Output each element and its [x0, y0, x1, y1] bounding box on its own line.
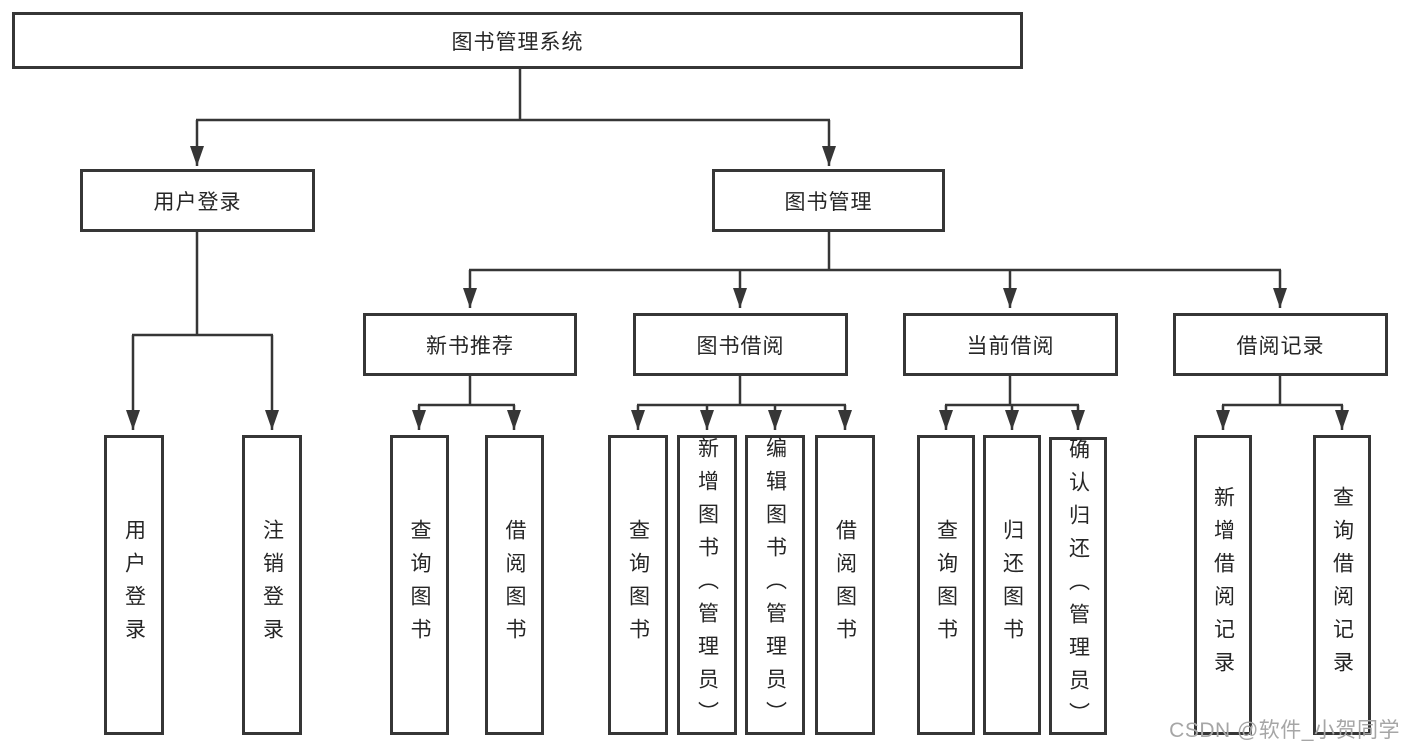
node-label: 借阅记录 — [1236, 334, 1325, 358]
leaf-user-login: 用户登录 — [104, 435, 164, 735]
node-user-login: 用户登录 — [80, 169, 315, 232]
node-label: 图书管理系统 — [451, 30, 584, 54]
node-label: 图书借阅 — [696, 334, 785, 358]
node-label: 注销登录 — [260, 519, 284, 651]
node-label: 查询图书 — [408, 519, 431, 651]
node-book-borrow: 图书借阅 — [633, 313, 848, 376]
node-label: 用户登录 — [122, 519, 146, 651]
node-label: 查询图书 — [626, 519, 650, 651]
node-label: 新增图书（管理员） — [695, 436, 719, 734]
leaf-query-books-borrow: 查询图书 — [608, 435, 668, 735]
leaf-add-book-admin: 新增图书（管理员） — [677, 435, 737, 735]
node-book-management: 图书管理 — [712, 169, 945, 232]
node-current-borrow: 当前借阅 — [903, 313, 1118, 376]
node-label: 借阅图书 — [833, 519, 857, 651]
csdn-watermark: CSDN @软件_小贺同学 — [1169, 719, 1400, 742]
leaf-add-borrow-record: 新增借阅记录 — [1194, 435, 1252, 735]
node-new-book-recommend: 新书推荐 — [363, 313, 577, 376]
node-borrow-records: 借阅记录 — [1173, 313, 1388, 376]
leaf-edit-book-admin: 编辑图书（管理员） — [745, 435, 805, 735]
node-label: 当前借阅 — [966, 334, 1055, 358]
node-label: 编辑图书（管理员） — [763, 436, 787, 734]
node-label: 查询借阅记录 — [1330, 486, 1354, 684]
node-label: 图书管理 — [784, 190, 873, 214]
node-label: 用户登录 — [153, 190, 242, 214]
leaf-return-books: 归还图书 — [983, 435, 1041, 735]
leaf-query-books-current: 查询图书 — [917, 435, 975, 735]
leaf-borrow-books: 借阅图书 — [815, 435, 875, 735]
node-label: 新增借阅记录 — [1211, 486, 1235, 684]
node-label: 确认归还（管理员） — [1066, 437, 1090, 735]
leaf-query-books-recommend: 查询图书 — [390, 435, 449, 735]
node-root-library-management-system: 图书管理系统 — [12, 12, 1023, 69]
leaf-logout: 注销登录 — [242, 435, 302, 735]
leaf-confirm-return-admin: 确认归还（管理员） — [1049, 437, 1107, 735]
node-label: 借阅图书 — [503, 519, 526, 651]
node-label: 新书推荐 — [426, 334, 514, 358]
node-label: 归还图书 — [1000, 519, 1024, 651]
leaf-borrow-books-recommend: 借阅图书 — [485, 435, 544, 735]
node-label: 查询图书 — [934, 519, 958, 651]
leaf-query-borrow-record: 查询借阅记录 — [1313, 435, 1371, 735]
